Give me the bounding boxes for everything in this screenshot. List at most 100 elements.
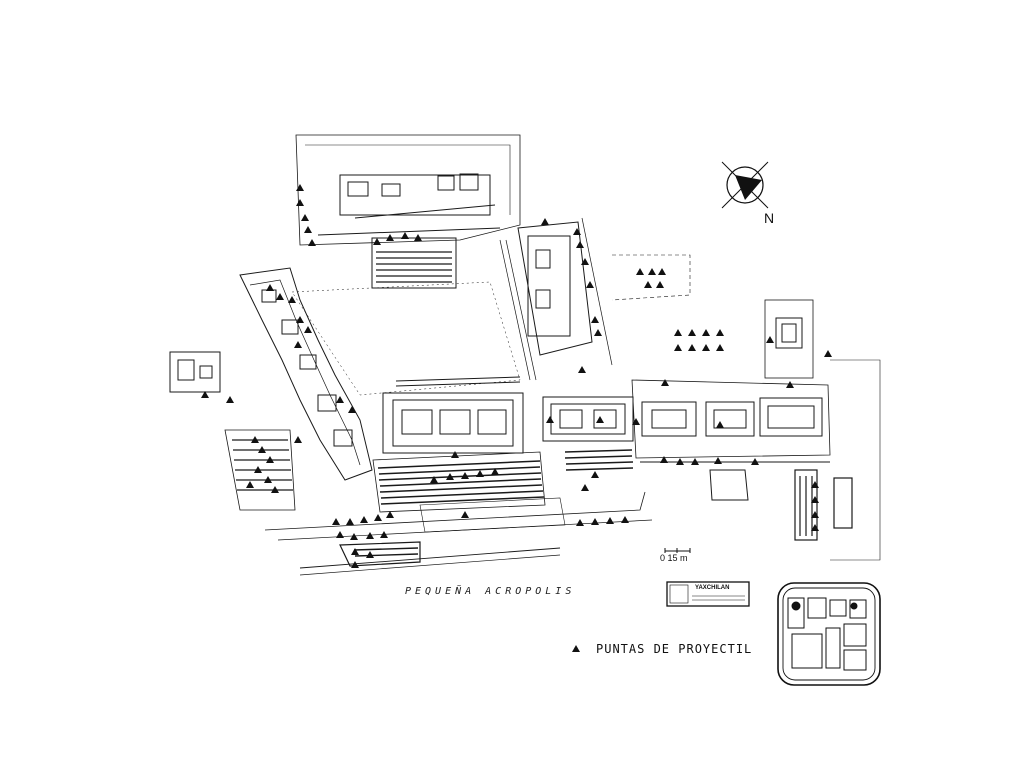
- projectile-point-marker: [644, 281, 652, 288]
- projectile-point-marker: [266, 456, 274, 463]
- projectile-point-marker: [573, 228, 581, 235]
- projectile-point-marker: [656, 281, 664, 288]
- projectile-point-marker: [546, 416, 554, 423]
- projectile-point-marker: [688, 329, 696, 336]
- projectile-point-marker: [336, 396, 344, 403]
- projectile-point-markers: [201, 184, 832, 568]
- projectile-point-marker: [374, 514, 382, 521]
- projectile-point-marker: [688, 344, 696, 351]
- projectile-point-marker: [714, 457, 722, 464]
- projectile-point-marker: [386, 234, 394, 241]
- projectile-point-marker: [348, 406, 356, 413]
- projectile-point-marker: [576, 241, 584, 248]
- projectile-point-marker: [811, 511, 819, 518]
- projectile-point-marker: [294, 436, 302, 443]
- projectile-point-marker: [648, 268, 656, 275]
- projectile-point-marker: [786, 381, 794, 388]
- main-central-building: [382, 376, 524, 454]
- projectile-point-marker: [576, 519, 584, 526]
- projectile-point-marker: [461, 472, 469, 479]
- projectile-point-marker: [716, 421, 724, 428]
- north-stairway: [376, 251, 452, 283]
- projectile-point-marker: [360, 516, 368, 523]
- projectile-point-marker: [824, 350, 832, 357]
- site-locator-inset: [777, 582, 881, 686]
- projectile-point-marker: [264, 476, 272, 483]
- projectile-point-marker: [386, 511, 394, 518]
- east-terrace: [611, 254, 881, 561]
- east-central-building: [499, 217, 613, 381]
- projectile-point-marker: [581, 258, 589, 265]
- projectile-point-marker: [296, 199, 304, 206]
- scale-label: 0 15 m: [660, 553, 688, 563]
- north-building-complex: [295, 134, 521, 289]
- legend-label: PUNTAS DE PROYECTIL: [596, 642, 753, 656]
- projectile-point-marker: [254, 466, 262, 473]
- projectile-point-marker: [346, 518, 354, 525]
- projectile-point-marker: [304, 326, 312, 333]
- projectile-point-marker: [351, 548, 359, 555]
- projectile-point-marker: [304, 226, 312, 233]
- projectile-point-marker: [301, 214, 309, 221]
- second-stairway: [564, 449, 634, 471]
- projectile-point-marker: [591, 316, 599, 323]
- projectile-point-marker: [636, 268, 644, 275]
- west-l-building: [239, 267, 373, 481]
- projectile-point-marker: [336, 531, 344, 538]
- projectile-point-marker: [446, 473, 454, 480]
- projectile-point-marker: [702, 329, 710, 336]
- projectile-point-marker: [414, 234, 422, 241]
- projectile-point-marker: [351, 561, 359, 568]
- projectile-point-marker: [716, 344, 724, 351]
- southern-walls: [264, 469, 749, 576]
- projectile-point-marker: [308, 239, 316, 246]
- projectile-point-marker: [716, 329, 724, 336]
- projectile-point-marker: [366, 532, 374, 539]
- projectile-point-marker: [491, 468, 499, 475]
- projectile-point-marker: [276, 293, 284, 300]
- projectile-point-marker: [401, 232, 409, 239]
- projectile-point-marker: [476, 470, 484, 477]
- projectile-point-marker: [606, 517, 614, 524]
- projectile-point-marker: [811, 481, 819, 488]
- projectile-point-marker: [766, 336, 774, 343]
- projectile-point-marker: [691, 458, 699, 465]
- projectile-point-marker: [366, 551, 374, 558]
- projectile-point-marker: [586, 281, 594, 288]
- projectile-point-marker: [461, 511, 469, 518]
- east-building-row: [631, 379, 831, 463]
- projectile-point-marker: [811, 524, 819, 531]
- east-vertical-stair: [794, 469, 853, 541]
- projectile-point-marker: [674, 329, 682, 336]
- projectile-point-marker: [430, 476, 438, 483]
- projectile-point-marker: [660, 456, 668, 463]
- projectile-point-marker: [350, 533, 358, 540]
- far-west-structure: [169, 351, 221, 393]
- projectile-point-marker: [578, 366, 586, 373]
- projectile-point-marker: [246, 481, 254, 488]
- projectile-point-marker: [596, 416, 604, 423]
- projectile-point-marker: [676, 458, 684, 465]
- main-south-stairway: [372, 451, 546, 513]
- projectile-point-marker: [591, 471, 599, 478]
- projectile-point-marker: [258, 446, 266, 453]
- projectile-point-marker: [591, 518, 599, 525]
- second-central-building: [542, 396, 634, 442]
- projectile-point-marker: [751, 458, 759, 465]
- projectile-point-marker: [271, 486, 279, 493]
- projectile-point-marker: [201, 391, 209, 398]
- north-arrow-icon: [721, 161, 769, 209]
- site-card-title: YAXCHILAN: [695, 585, 730, 591]
- scale-bar: [664, 548, 691, 553]
- north-label: N: [764, 210, 775, 226]
- projectile-point-marker: [296, 184, 304, 191]
- projectile-point-marker: [661, 379, 669, 386]
- projectile-point-marker: [226, 396, 234, 403]
- projectile-point-marker: [811, 496, 819, 503]
- projectile-point-marker: [658, 268, 666, 275]
- legend-triangle-icon: [572, 645, 580, 652]
- central-plaza: [291, 281, 521, 396]
- projectile-point-marker: [373, 238, 381, 245]
- projectile-point-marker: [266, 284, 274, 291]
